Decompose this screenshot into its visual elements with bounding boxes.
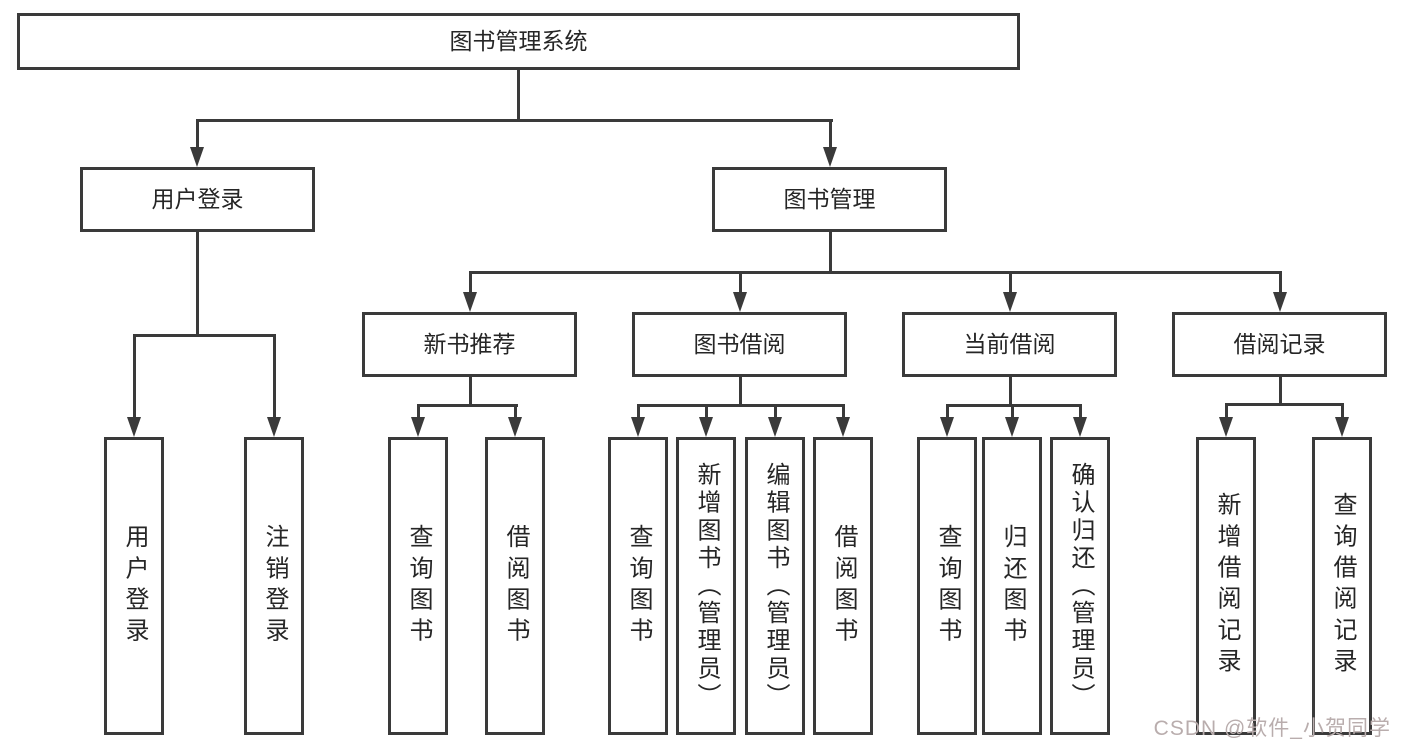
connector-drop-book-management: [829, 120, 832, 149]
node-leaf-borrow-books: 借阅图书: [813, 437, 873, 735]
arrow-down-icon: [940, 417, 954, 437]
node-book-management-label: 图书管理: [783, 186, 876, 212]
connector-book-borrow-bus: [637, 404, 845, 407]
leaf-label: 新增借阅记录: [1213, 492, 1240, 680]
leaf-label: 确认归还（管理员）: [1067, 461, 1094, 711]
arrow-down-icon: [768, 417, 782, 437]
connector-book-borrow-stem: [739, 377, 742, 407]
arrow-down-icon: [1003, 292, 1017, 312]
arrow-down-icon: [1273, 292, 1287, 312]
node-leaf-logout: 注销登录: [244, 437, 304, 735]
leaf-label: 用户登录: [121, 523, 148, 649]
node-book-management: 图书管理: [712, 167, 947, 232]
connector-drop: [1011, 405, 1014, 419]
arrow-down-icon: [1005, 417, 1019, 437]
connector-root-stem: [517, 70, 520, 122]
node-leaf-edit-books-admin: 编辑图书（管理员）: [745, 437, 805, 735]
arrow-down-icon: [631, 417, 645, 437]
connector-drop: [946, 405, 949, 419]
node-borrow-records: 借阅记录: [1172, 312, 1387, 377]
arrow-down-icon: [508, 417, 522, 437]
node-book-borrow: 图书借阅: [632, 312, 847, 377]
connector-level3-bus: [469, 271, 1282, 274]
connector-drop: [1341, 404, 1344, 419]
connector-borrow-records-stem: [1279, 377, 1282, 406]
arrow-down-icon: [463, 292, 477, 312]
connector-borrow-records-bus: [1225, 403, 1344, 406]
leaf-label: 查询图书: [934, 523, 961, 649]
node-current-borrow: 当前借阅: [902, 312, 1117, 377]
leaf-label: 借阅图书: [830, 523, 857, 649]
node-book-borrow-label: 图书借阅: [693, 331, 786, 357]
leaf-label: 注销登录: [261, 523, 288, 649]
node-leaf-return-books: 归还图书: [982, 437, 1042, 735]
connector-drop-leaf-logout: [273, 335, 276, 419]
node-user-login: 用户登录: [80, 167, 315, 232]
node-current-borrow-label: 当前借阅: [963, 331, 1056, 357]
connector-current-borrow-bus: [946, 404, 1082, 407]
node-new-books-label: 新书推荐: [423, 331, 516, 357]
csdn-watermark: CSDN @软件_小贺同学: [1153, 717, 1391, 740]
node-leaf-query-books-newbooks: 查询图书: [388, 437, 448, 735]
arrow-down-icon: [1073, 417, 1087, 437]
node-leaf-query-books-current: 查询图书: [917, 437, 977, 735]
arrow-down-icon: [411, 417, 425, 437]
connector-drop-new-books: [469, 272, 472, 294]
connector-drop: [774, 405, 777, 419]
connector-new-books-stem: [469, 377, 472, 407]
connector-drop-book-borrow: [739, 272, 742, 294]
connector-drop: [1079, 405, 1082, 419]
leaf-label: 查询借阅记录: [1329, 492, 1356, 680]
node-leaf-add-books-admin: 新增图书（管理员）: [676, 437, 736, 735]
connector-drop: [705, 405, 708, 419]
connector-current-borrow-stem: [1009, 377, 1012, 407]
connector-drop: [417, 405, 420, 419]
node-leaf-user-login: 用户登录: [104, 437, 164, 735]
arrow-down-icon: [1219, 417, 1233, 437]
connector-user-login-stem: [196, 232, 199, 336]
leaf-label: 新增图书（管理员）: [693, 461, 720, 711]
connector-drop: [1225, 404, 1228, 419]
connector-drop-borrow-records: [1279, 272, 1282, 294]
arrow-down-icon: [1335, 417, 1349, 437]
connector-book-management-stem: [829, 232, 832, 273]
node-leaf-confirm-return-admin: 确认归还（管理员）: [1050, 437, 1110, 735]
connector-drop-leaf-login: [133, 335, 136, 419]
connector-drop-user-login: [196, 120, 199, 149]
node-root-label: 图书管理系统: [449, 28, 588, 54]
connector-new-books-bus: [417, 404, 518, 407]
leaf-label: 查询图书: [625, 523, 652, 649]
node-leaf-add-borrow-record: 新增借阅记录: [1196, 437, 1256, 735]
connector-drop: [514, 405, 517, 419]
connector-drop: [637, 405, 640, 419]
leaf-label: 编辑图书（管理员）: [762, 461, 789, 711]
arrow-down-icon: [190, 147, 204, 167]
arrow-down-icon: [836, 417, 850, 437]
connector-drop-current-borrow: [1009, 272, 1012, 294]
connector-user-login-bus: [133, 334, 276, 337]
node-borrow-records-label: 借阅记录: [1233, 331, 1326, 357]
node-leaf-borrow-books-newbooks: 借阅图书: [485, 437, 545, 735]
arrow-down-icon: [267, 417, 281, 437]
node-leaf-query-books-borrow: 查询图书: [608, 437, 668, 735]
node-root: 图书管理系统: [17, 13, 1020, 70]
node-user-login-label: 用户登录: [151, 186, 244, 212]
node-leaf-query-borrow-record: 查询借阅记录: [1312, 437, 1372, 735]
arrow-down-icon: [733, 292, 747, 312]
connector-drop: [842, 405, 845, 419]
leaf-label: 归还图书: [999, 523, 1026, 649]
leaf-label: 查询图书: [405, 523, 432, 649]
arrow-down-icon: [699, 417, 713, 437]
node-new-books: 新书推荐: [362, 312, 577, 377]
leaf-label: 借阅图书: [502, 523, 529, 649]
arrow-down-icon: [127, 417, 141, 437]
arrow-down-icon: [823, 147, 837, 167]
connector-level2-bus: [196, 119, 833, 122]
